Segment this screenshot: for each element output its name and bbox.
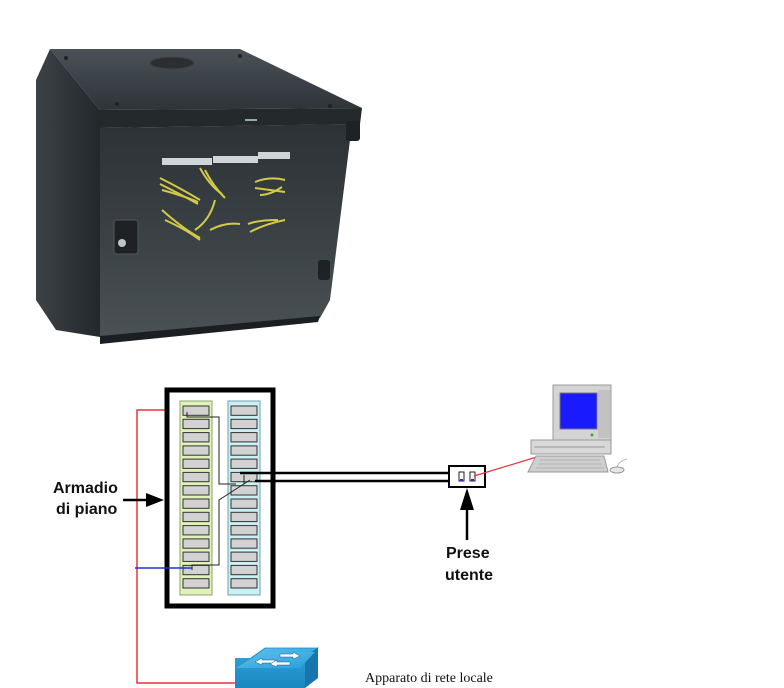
- patch-port-right: [230, 445, 258, 456]
- fan-icon: [149, 56, 195, 70]
- patch-port-left: [182, 564, 210, 576]
- patch-port-right: [230, 551, 258, 562]
- hinge-top: [346, 121, 360, 141]
- cabinet-top: [50, 49, 362, 110]
- patch-port-right: [230, 498, 258, 509]
- patch-port-left: [182, 458, 210, 469]
- patch-port-left: [182, 485, 210, 496]
- cabinet-door: [100, 124, 352, 340]
- patch-wire-top: [186, 412, 236, 485]
- patch-cords: [159, 167, 286, 241]
- patch-port-left: [182, 498, 210, 509]
- patch-port-right: [230, 418, 258, 430]
- patch-port-right: [230, 538, 258, 549]
- cabinet-front-band: [100, 108, 362, 128]
- red-cable-switch-to-panel: [136, 409, 237, 684]
- desktop-computer-icon: [527, 384, 628, 474]
- patch-port-left: [182, 551, 210, 562]
- label-user-outlets-1: Prese: [446, 545, 490, 562]
- patch-port-right: [230, 525, 258, 536]
- patch-port-left: [182, 525, 210, 536]
- hinge-bottom: [318, 260, 330, 280]
- patch-port-right: [230, 564, 258, 576]
- cabinet-arrow-head: [146, 493, 164, 507]
- label-floor-cabinet-2: di piano: [56, 501, 118, 518]
- patch-port-left: [182, 405, 210, 416]
- patch-wire-bottom: [191, 479, 251, 570]
- cabling-diagram: Armadio di piano Prese utente Apparato d…: [53, 384, 628, 688]
- patch-port-left: [182, 418, 210, 430]
- patch-port-right: [230, 458, 258, 469]
- lock-icon: [113, 219, 139, 255]
- cabinet-side: [36, 49, 100, 337]
- patch-port-right: [230, 432, 258, 443]
- user-outlet: [448, 465, 486, 488]
- outlet-arrow-head: [460, 488, 474, 510]
- rack-cabinet-photo: [36, 49, 362, 344]
- label-lan-device: Apparato di rete locale: [365, 671, 493, 686]
- network-switch-icon: [235, 647, 320, 688]
- patch-port-left: [182, 538, 210, 549]
- patch-port-right: [230, 578, 258, 589]
- patch-port-right: [230, 485, 258, 496]
- patch-port-right: [230, 405, 258, 416]
- patch-port-left: [182, 578, 210, 589]
- red-cable-outlet-to-pc: [473, 455, 541, 477]
- ports-right: [230, 405, 258, 589]
- label-floor-cabinet-1: Armadio: [53, 480, 118, 497]
- patch-port-left: [182, 511, 210, 523]
- patch-port-right: [230, 511, 258, 523]
- patch-port-left: [182, 471, 210, 483]
- patch-port-left: [182, 445, 210, 456]
- wall-outlet-icon: [448, 465, 486, 488]
- label-user-outlets-2: utente: [445, 567, 493, 584]
- ports-left: [182, 405, 210, 589]
- patch-port-left: [182, 432, 210, 443]
